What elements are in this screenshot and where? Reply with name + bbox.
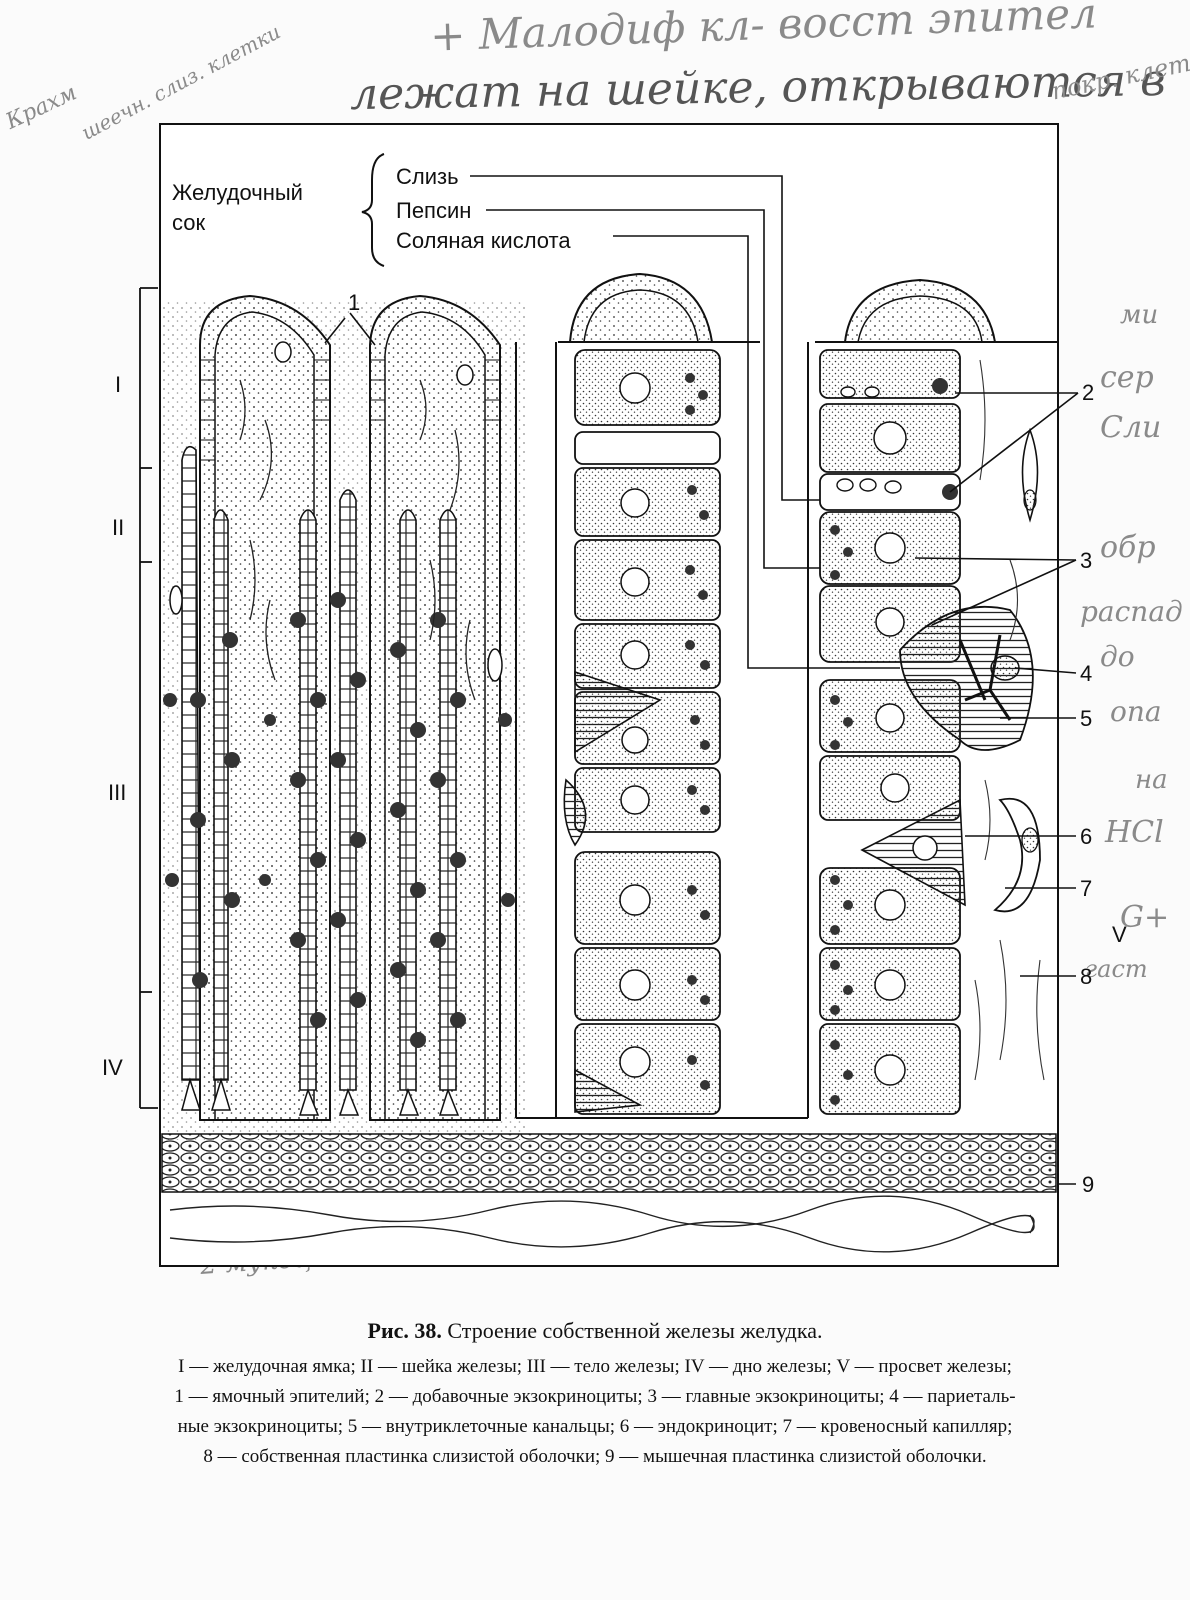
caption-figure-number: Рис. 38. <box>367 1318 442 1343</box>
gastric-pits-panel <box>162 294 527 1140</box>
caption-legend-line-4: 8 — собственная пластинка слизистой обол… <box>203 1446 987 1467</box>
callout-lines <box>324 312 1079 1185</box>
callout-3: 3 <box>1080 548 1092 573</box>
lumen-label-V: V <box>1112 922 1127 947</box>
juice-label-line-2: сок <box>172 210 205 235</box>
juice-item-mucus: Слизь <box>396 164 459 189</box>
parietal-cells <box>163 592 515 1048</box>
handwritten-note-right-11: гаст <box>1085 955 1148 983</box>
juice-item-pepsin: Пепсин <box>396 198 471 223</box>
handwritten-note-right-2: сер <box>1100 360 1154 395</box>
caption-legend-line-2: 1 — ямочный эпителий; 2 — добавочные экз… <box>174 1386 1016 1407</box>
submucosa <box>169 1195 1035 1253</box>
gland-wall-right <box>807 278 1058 1118</box>
handwritten-note-right-5: распад <box>1080 595 1183 628</box>
handwritten-note-right-8: на <box>1135 765 1168 795</box>
handwritten-note-right-9: HCl <box>1105 815 1164 850</box>
juice-label-line-1: Желудочный <box>172 180 303 205</box>
callout-7: 7 <box>1080 876 1092 901</box>
leader-lines <box>470 175 900 669</box>
callout-8: 8 <box>1080 964 1092 989</box>
gland-wall-left <box>515 272 808 1119</box>
figure-caption: Рис. 38. Строение собственной железы жел… <box>40 1318 1150 1472</box>
callout-2: 2 <box>1082 380 1094 405</box>
zone-label-IV: IV <box>102 1055 123 1080</box>
muscularis-mucosae <box>161 1133 1057 1193</box>
juice-brace <box>361 153 385 267</box>
handwritten-note-right-7: опа <box>1110 695 1162 728</box>
caption-legend-line-3: ные экзокриноциты; 5 — внутриклеточные к… <box>177 1416 1013 1437</box>
handwritten-note-right-3: Сли <box>1100 410 1162 445</box>
callout-6: 6 <box>1080 824 1092 849</box>
callout-5: 5 <box>1080 706 1092 731</box>
zone-label-I: I <box>115 372 121 397</box>
callout-9: 9 <box>1082 1172 1094 1197</box>
juice-item-hcl: Соляная кислота <box>396 228 571 253</box>
zone-bracket <box>139 287 158 1109</box>
capillary <box>993 797 1041 913</box>
caption-legend-line-1: I — желудочная ямка; II — шейка железы; … <box>178 1356 1012 1377</box>
caption-title: Рис. 38. Строение собственной железы жел… <box>40 1318 1150 1344</box>
handwritten-note-right-4: обр <box>1100 530 1156 565</box>
handwritten-note-right-10: G+ <box>1120 900 1170 935</box>
zone-label-II: II <box>112 515 124 540</box>
callout-4: 4 <box>1080 661 1092 686</box>
handwritten-note-right-1: ми <box>1120 300 1159 330</box>
zone-label-III: III <box>108 780 126 805</box>
callout-1: 1 <box>348 290 360 315</box>
handwritten-note-right-6: до <box>1100 640 1135 673</box>
caption-title-text: Строение собственной железы желудка. <box>447 1318 823 1343</box>
